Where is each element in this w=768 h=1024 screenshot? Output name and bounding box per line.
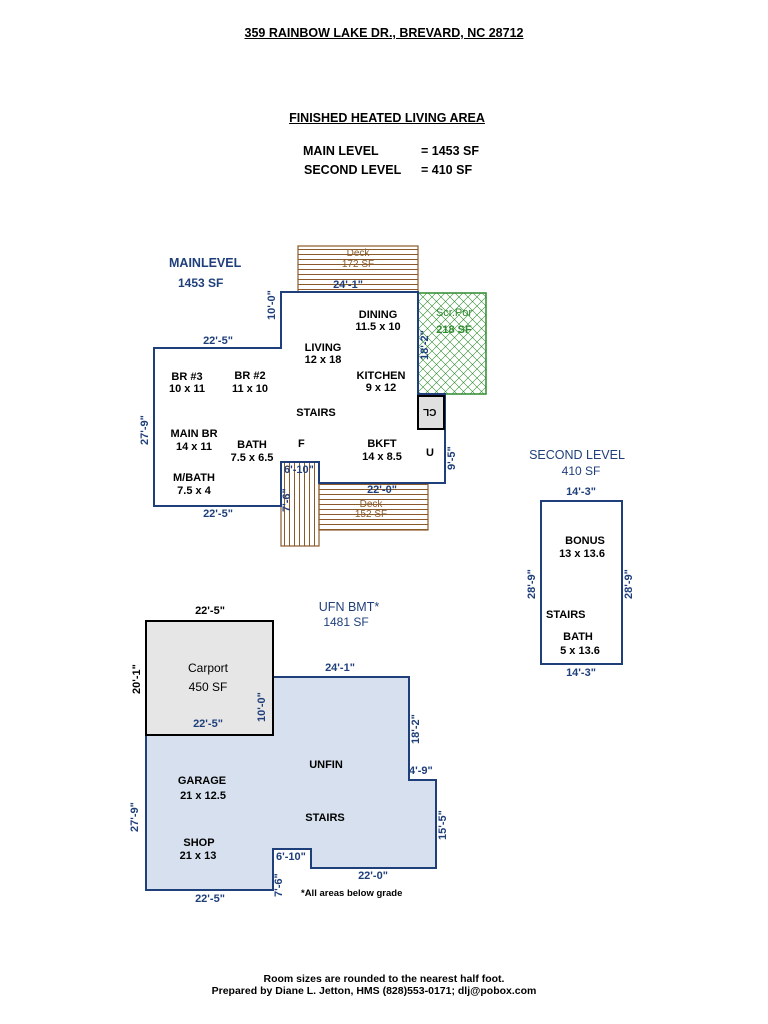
room-kitchen-size: 9 x 12 [365, 382, 397, 394]
dim-basement-right-lower: 15'-5" [437, 810, 449, 840]
basement-area: 1481 SF [323, 615, 369, 629]
basement-note: *All areas below grade [301, 888, 403, 899]
dim-basement-step: 4'-9" [409, 765, 433, 777]
dim-carport-right: 10'-0" [256, 692, 268, 722]
room-mbath-name: M/BATH [173, 472, 215, 484]
room-br3-name: BR #3 [171, 371, 203, 383]
main-level-summary-label: MAIN LEVEL [303, 144, 379, 158]
room-br2-size: 11 x 10 [231, 383, 269, 395]
room-br2-name: BR #2 [234, 370, 266, 382]
dim-second-bottom: 14'-3" [566, 667, 596, 679]
room-second-bath-size: 5 x 13.6 [560, 645, 600, 657]
room-garage-name: GARAGE [177, 775, 227, 787]
room-unfin-label: UNFIN [309, 759, 343, 771]
dim-main-left-wall: 10'-0" [266, 290, 278, 320]
carport-area: 450 SF [188, 680, 228, 694]
dim-basement-notch-top: 6'-10" [276, 851, 306, 863]
dim-main-upper-left: 22'-5" [203, 335, 233, 347]
dim-basement-bottom-left: 22'-5" [195, 893, 225, 905]
room-bonus-size: 13 x 13.6 [559, 548, 605, 560]
deck-bottom [318, 483, 429, 531]
carport-name: Carport [187, 661, 228, 675]
deck-bottom-area: 152 SF [354, 509, 388, 520]
area-heading: FINISHED HEATED LIVING AREA [289, 111, 485, 125]
room-living-size: 12 x 18 [304, 354, 342, 366]
second-level-summary-value: = 410 SF [421, 163, 473, 177]
deck-top-name: Deck [346, 248, 370, 259]
closet-label: CL [423, 406, 437, 417]
room-bkft-name: BKFT [367, 438, 397, 450]
room-mbath-size: 7.5 x 4 [177, 485, 211, 497]
room-dining-size: 11.5 x 10 [355, 321, 401, 333]
room-shop-size: 21 x 13 [179, 850, 217, 862]
dim-main-bottom-left: 22'-5" [203, 508, 233, 520]
footer-rounding-note: Room sizes are rounded to the nearest ha… [263, 973, 505, 985]
dim-main-notch-top: 6'-10" [284, 464, 314, 476]
dim-basement-bottom-right: 22'-0" [358, 870, 388, 882]
porch-area: 218 SF [436, 324, 472, 336]
dim-basement-west: 27'-9" [129, 802, 141, 832]
main-level-title: MAINLEVEL [169, 256, 242, 270]
room-shop-name: SHOP [183, 837, 215, 849]
room-br3-size: 10 x 11 [168, 383, 206, 395]
dim-main-notch-side: 7'-6" [281, 488, 293, 512]
second-level-summary-label: SECOND LEVEL [304, 163, 402, 177]
room-garage-size: 21 x 12.5 [180, 790, 226, 802]
closet-box [417, 395, 445, 430]
basement-stairs-label: STAIRS [305, 812, 345, 824]
dim-main-east-low: 9'-5" [446, 446, 458, 470]
room-mainbr-size: 14 x 11 [175, 441, 213, 453]
second-level-outline [540, 500, 623, 665]
deck-top [297, 245, 419, 293]
second-level-area: 410 SF [561, 464, 601, 478]
room-stairs-label: STAIRS [296, 407, 336, 419]
dim-second-right: 28'-9" [623, 569, 635, 599]
dim-carport-side: 20'-1" [131, 664, 143, 694]
dim-main-bottom-right: 22'-0" [367, 484, 397, 496]
dim-second-top: 14'-3" [566, 486, 596, 498]
room-bath-size: 7.5 x 6.5 [230, 452, 274, 464]
carport-box [145, 620, 274, 736]
room-kitchen-name: KITCHEN [356, 370, 406, 382]
dim-main-west: 27'-9" [139, 415, 151, 445]
second-level-title: SECOND LEVEL [529, 448, 625, 462]
room-second-bath-name: BATH [563, 631, 593, 643]
room-u-label: U [426, 447, 434, 459]
room-dining-name: DINING [358, 309, 398, 321]
dim-carport-bottom: 22'-5" [193, 718, 223, 730]
second-stairs-label: STAIRS [546, 609, 586, 621]
deck-top-area: 172 SF [341, 259, 375, 270]
porch-name: Scr.Por [435, 307, 473, 319]
room-living-name: LIVING [304, 342, 342, 354]
address-title: 359 RAINBOW LAKE DR., BREVARD, NC 28712 [244, 26, 524, 40]
room-bonus-name: BONUS [565, 535, 605, 547]
dim-second-left: 28'-9" [526, 569, 538, 599]
room-bkft-size: 14 x 8.5 [362, 451, 402, 463]
main-level-outline [153, 291, 446, 507]
dim-main-top: 24'-1" [333, 279, 363, 291]
basement-title: UFN BMT* [318, 600, 380, 614]
room-f-label: F [298, 438, 305, 450]
dim-basement-top: 24'-1" [325, 662, 355, 674]
screened-porch [417, 292, 487, 395]
main-level-summary-value: = 1453 SF [421, 144, 480, 158]
dim-carport-top: 22'-5" [195, 605, 225, 617]
footer-preparer: Prepared by Diane L. Jetton, HMS (828)55… [211, 985, 537, 997]
dim-basement-right-upper: 18'-2" [410, 714, 422, 744]
room-bath-name: BATH [237, 439, 267, 451]
dim-basement-notch-side: 7'-6" [273, 873, 285, 897]
main-level-area: 1453 SF [178, 276, 224, 290]
deck-bottom-name: Deck [359, 499, 383, 510]
room-mainbr-name: MAIN BR [170, 428, 218, 440]
